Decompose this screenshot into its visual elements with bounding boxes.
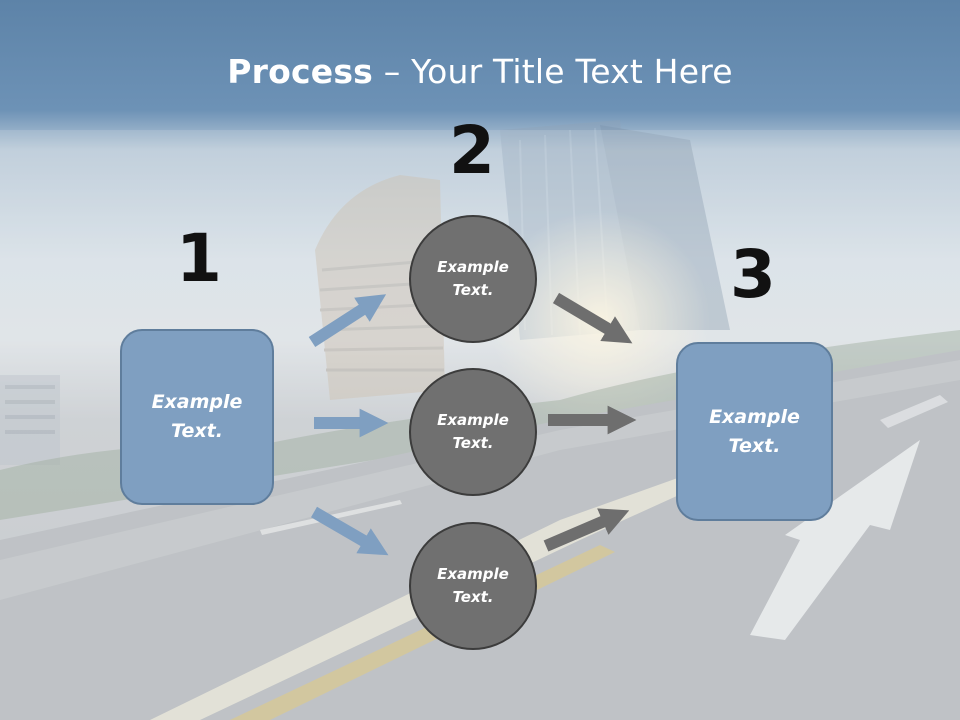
left-building [0,375,60,465]
arrow-down-right-gray [552,292,633,344]
step-number-3: 3 [730,236,776,313]
circle-middle: Example Text. [409,368,537,496]
left-example-box: Example Text. [120,329,274,505]
slide-title: Process – Your Title Text Here [0,52,960,91]
title-bold: Process [227,52,374,91]
right-example-box: Example Text. [676,342,833,521]
arrow-up-right-blue [308,294,387,348]
road-arrow-marking [750,440,920,640]
step-number-1: 1 [176,220,222,297]
title-rest: – Your Title Text Here [373,52,733,91]
circle-top: Example Text. [409,215,537,343]
circle-bottom: Example Text. [409,522,537,650]
step-number-2: 2 [449,112,495,189]
arrow-up-right-gray [543,508,630,552]
arrow-down-right-blue [310,506,389,556]
